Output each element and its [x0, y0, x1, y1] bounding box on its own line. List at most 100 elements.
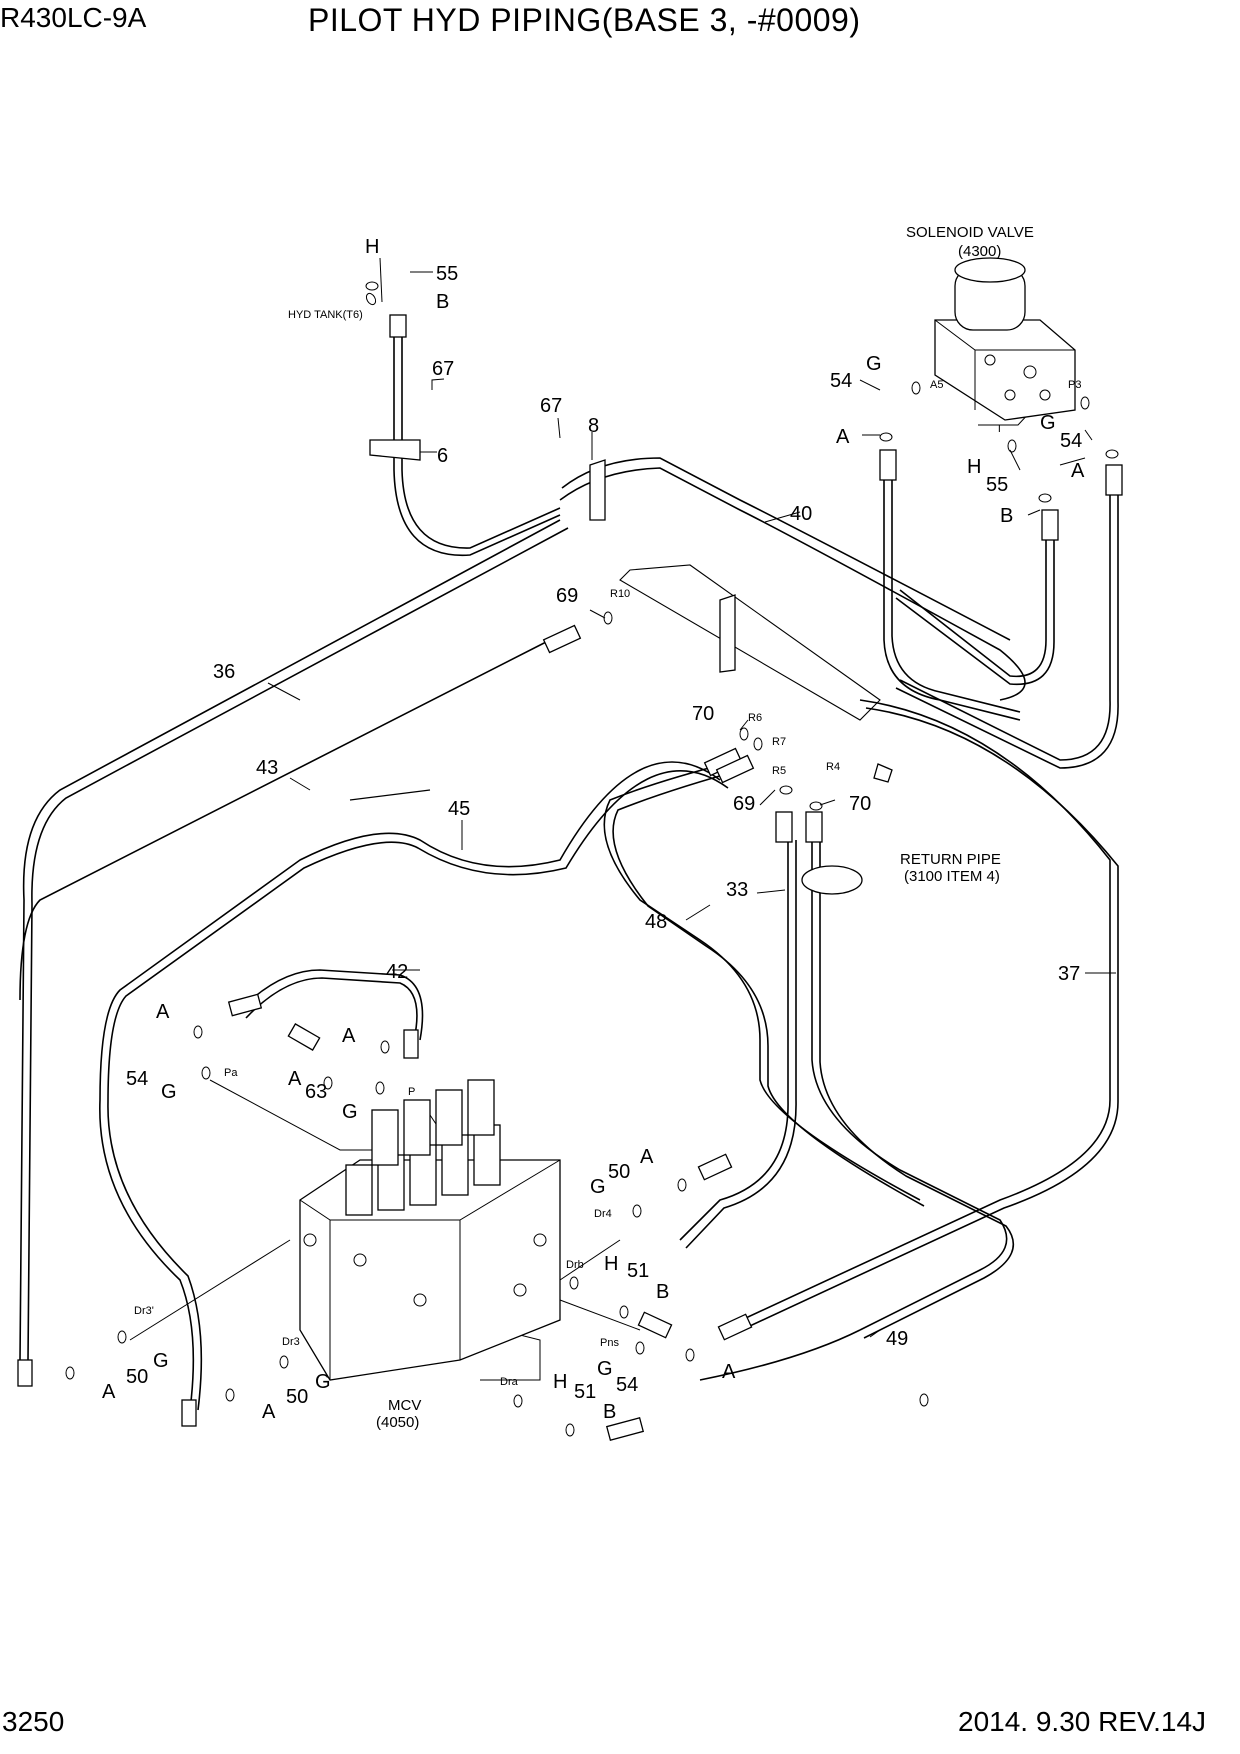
clamp-6	[369, 439, 421, 461]
mcv-spool-1	[345, 1164, 373, 1216]
hose-33	[679, 840, 789, 1241]
hose-48-b	[612, 767, 925, 1207]
hose-sol-left	[883, 480, 1021, 721]
letter-a: A	[722, 1361, 736, 1383]
hose-return-b	[819, 840, 1015, 1339]
letter-h: H	[553, 1371, 567, 1393]
callout-63: 63	[305, 1081, 327, 1103]
hose-36	[19, 519, 561, 1361]
callout-67: 67	[432, 358, 454, 380]
lead-dr4	[559, 1239, 621, 1281]
callout-33: 33	[726, 879, 748, 901]
leader-lines	[267, 257, 1116, 1338]
mcv-block	[299, 1079, 561, 1381]
page-number: 3250	[2, 1706, 65, 1737]
fitting-sol-left	[879, 449, 897, 481]
callout-69: 69	[733, 793, 755, 815]
port-labels: A5 P3 T R10 R6 R7 R5 R4 Pa P Dr4 Drb Pns…	[134, 379, 1081, 1388]
callout-55: 55	[436, 263, 458, 285]
callout-70: 70	[692, 703, 714, 725]
mcv-spool-8	[435, 1089, 463, 1146]
callout-55: 55	[986, 474, 1008, 496]
port-r5: R5	[772, 765, 786, 777]
hose-tank-return-b	[401, 330, 561, 549]
hose-43	[19, 639, 551, 1001]
callout-70: 70	[849, 793, 871, 815]
letter-a: A	[156, 1001, 170, 1023]
letter-a: A	[102, 1381, 116, 1403]
hose-sol-left-b	[891, 480, 1021, 713]
fitting-33a	[775, 811, 793, 843]
model-code: R430LC-9A	[0, 2, 147, 33]
return-pipe-bracket	[719, 594, 736, 673]
hose-49	[699, 1329, 861, 1381]
port-r6: R6	[748, 712, 762, 724]
callout-36: 36	[213, 661, 235, 683]
letter-b: B	[1000, 505, 1013, 527]
letter-g: G	[597, 1358, 613, 1380]
callout-51: 51	[574, 1381, 596, 1403]
misc-parts	[349, 439, 893, 895]
bracket-8	[589, 459, 606, 521]
callout-54: 54	[830, 370, 852, 392]
callout-45: 45	[448, 798, 470, 820]
letter-callouts: H B G A G H A B A G A A G A G H B G A G …	[102, 236, 1085, 1423]
fitting-hose-43	[542, 624, 582, 654]
hose-45-b	[107, 770, 729, 1411]
letter-g: G	[342, 1101, 358, 1123]
letter-h: H	[967, 456, 981, 478]
fitting-33-end	[697, 1153, 733, 1181]
stub	[349, 789, 431, 801]
fitting-42-right	[403, 1029, 419, 1059]
letter-b: B	[656, 1281, 669, 1303]
callout-numbers: 55 67 6 67 8 40 54 54 55 69 70 69 70 36 …	[126, 263, 1082, 1408]
fitting-45-end	[181, 1399, 197, 1427]
callout-67: 67	[540, 395, 562, 417]
lead-dr3prime	[129, 1239, 291, 1341]
callout-8: 8	[588, 415, 599, 437]
hose-sol-right-b	[895, 490, 1119, 769]
letter-a: A	[342, 1025, 356, 1047]
letter-g: G	[1040, 412, 1056, 434]
callout-49: 49	[886, 1328, 908, 1350]
mcv-spool-9	[467, 1079, 495, 1136]
component-labels: SOLENOID VALVE (4300) RETURN PIPE (3100 …	[288, 224, 1034, 1431]
letter-g: G	[161, 1081, 177, 1103]
callout-50: 50	[126, 1366, 148, 1388]
port-r4: R4	[826, 761, 840, 773]
port-dr3: Dr3	[282, 1336, 300, 1348]
callout-50: 50	[286, 1386, 308, 1408]
hoses	[19, 330, 1119, 1411]
fitting-49-end	[605, 1417, 645, 1441]
fitting-33b	[805, 811, 823, 843]
fitting-42-left	[227, 993, 263, 1017]
return-pipe-ref: (3100 ITEM 4)	[904, 868, 1000, 885]
callout-51: 51	[627, 1260, 649, 1282]
page-title: PILOT HYD PIPING(BASE 3, -#0009)	[308, 2, 861, 38]
letter-g: G	[866, 353, 882, 375]
fitting-sol-right	[1105, 464, 1123, 496]
port-p3: P3	[1068, 379, 1081, 391]
hose-37	[719, 699, 1111, 1331]
lead-pns	[559, 1299, 641, 1331]
fitting-hose-48b	[715, 754, 755, 784]
letter-a: A	[640, 1146, 654, 1168]
callout-54: 54	[126, 1068, 148, 1090]
revision-date: 2014. 9.30 REV.14J	[958, 1706, 1207, 1737]
callout-6: 6	[437, 445, 448, 467]
mcv-ref: (4050)	[376, 1414, 419, 1431]
solenoid-valve	[934, 257, 1076, 421]
letter-h: H	[365, 236, 379, 258]
port-dr4: Dr4	[594, 1208, 612, 1220]
callout-40: 40	[790, 503, 812, 525]
letter-g: G	[153, 1350, 169, 1372]
letter-g: G	[315, 1371, 331, 1393]
fitting-36-end	[17, 1359, 33, 1387]
callout-69: 69	[556, 585, 578, 607]
letter-h: H	[604, 1253, 618, 1275]
solenoid-body	[934, 319, 1076, 421]
fitting-sol-mid	[1041, 509, 1059, 541]
solenoid-valve-ref: (4300)	[958, 243, 1001, 260]
letter-a: A	[288, 1068, 302, 1090]
